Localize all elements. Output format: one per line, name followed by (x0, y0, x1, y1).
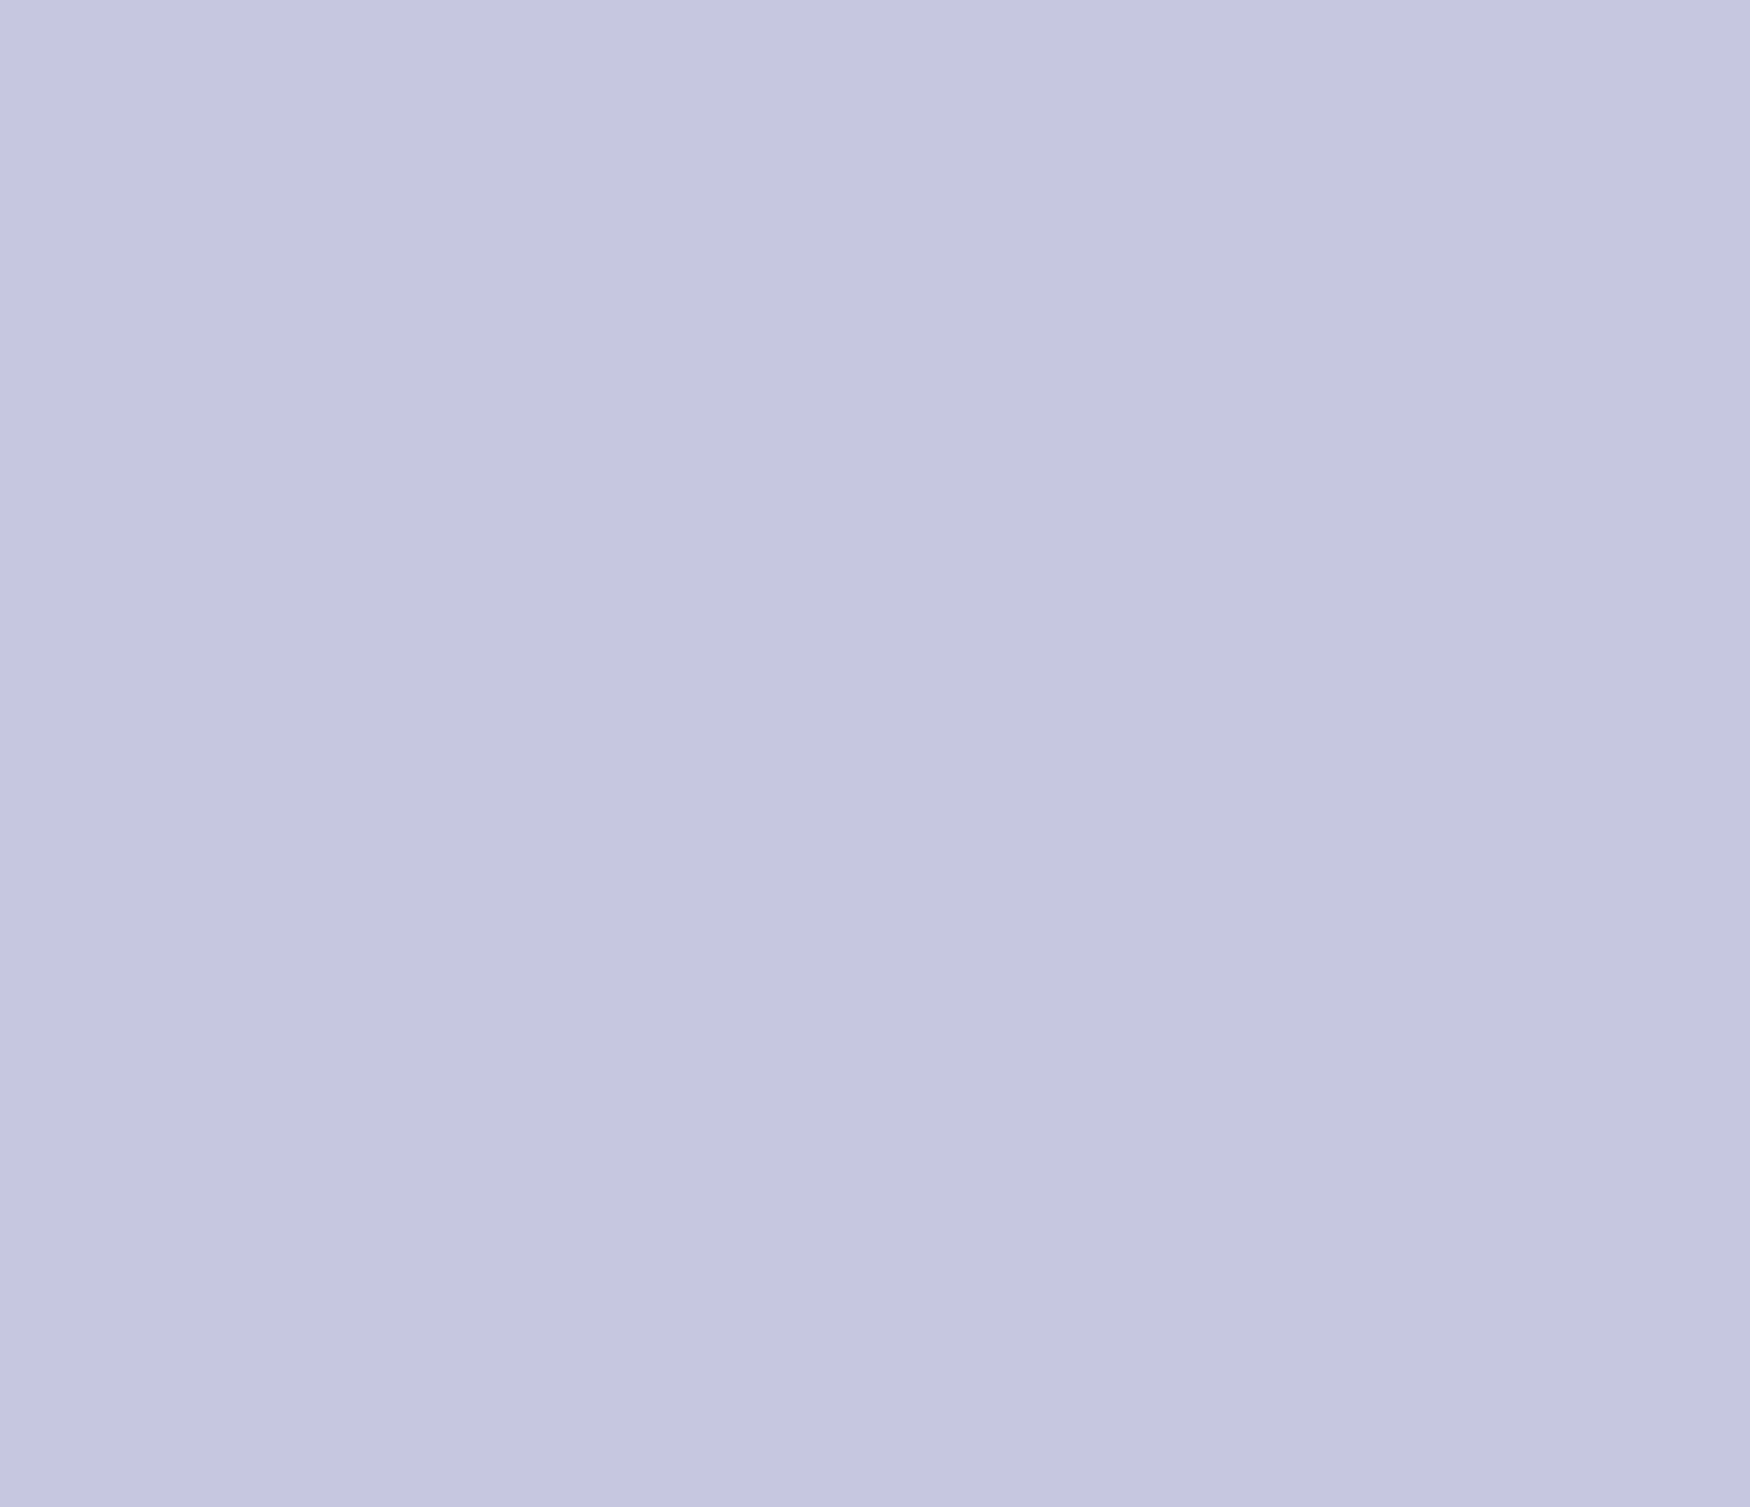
network-figure-svg (0, 0, 1750, 1507)
enrichment-map-figure (0, 0, 1750, 1507)
